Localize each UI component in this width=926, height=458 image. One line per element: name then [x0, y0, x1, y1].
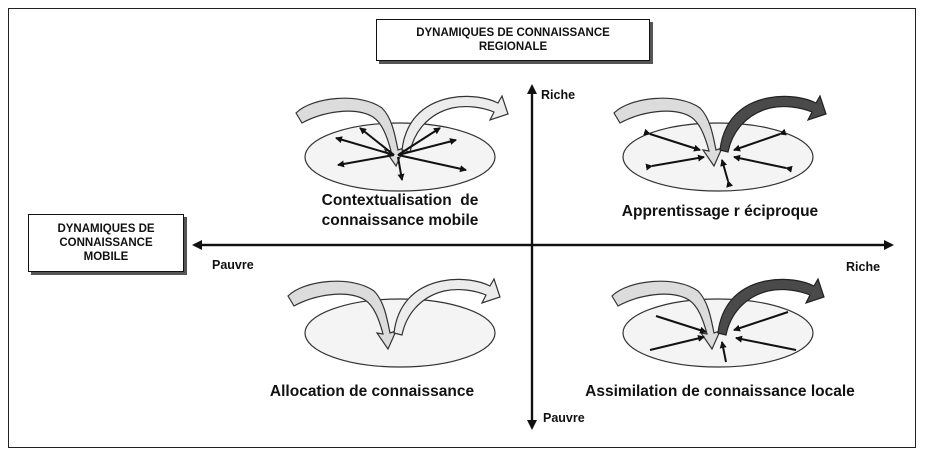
mobile-box-line-1: DYNAMIQUES DE: [57, 222, 154, 236]
caption-line-1: Contextualisation de: [270, 191, 530, 211]
caption-line-2: connaissance mobile: [270, 211, 530, 231]
quadrant-bottom-right-graphic: [612, 279, 824, 367]
regional-dynamics-box: DYNAMIQUES DE CONNAISSANCE REGIONALE: [376, 19, 650, 61]
regional-box-line-1: DYNAMIQUES DE CONNAISSANCE: [416, 26, 610, 40]
quadrant-top-right-caption: Apprentissage r éciproque: [590, 202, 850, 222]
regional-box-line-2: REGIONALE: [479, 40, 547, 54]
y-axis-top-label: Riche: [541, 88, 575, 102]
quadrant-bottom-right-caption: Assimilation de connaissance locale: [555, 382, 885, 402]
x-axis-right-label: Riche: [846, 260, 880, 274]
quadrant-bottom-left-graphic: [288, 279, 500, 367]
quadrant-top-left-graphic: [296, 96, 508, 191]
quadrant-top-left-caption: Contextualisation de connaissance mobile: [270, 191, 530, 231]
quadrant-bottom-left-caption: Allocation de connaissance: [232, 382, 512, 402]
quadrant-top-right-graphic: [614, 96, 826, 191]
mobile-box-line-3: MOBILE: [84, 250, 129, 264]
y-axis-bottom-label: Pauvre: [543, 411, 585, 425]
mobile-dynamics-box: DYNAMIQUES DE CONNAISSANCE MOBILE: [28, 214, 184, 272]
x-axis-left-label: Pauvre: [212, 258, 254, 272]
mobile-box-line-2: CONNAISSANCE: [59, 236, 152, 250]
